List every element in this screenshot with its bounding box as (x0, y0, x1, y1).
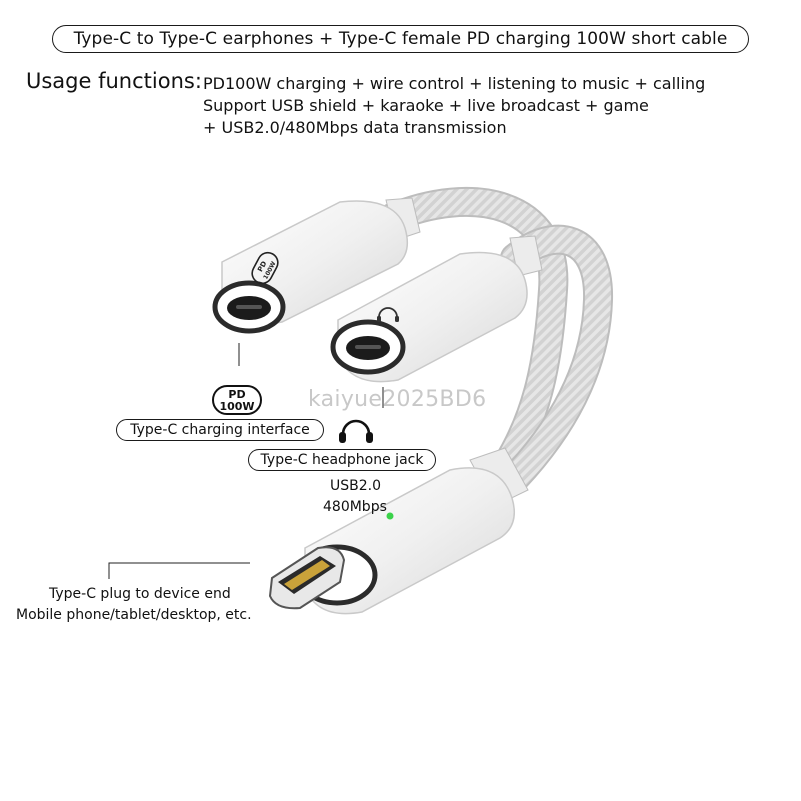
headphone-female-connector (330, 235, 543, 383)
usb-version-text: USB2.0 (330, 478, 382, 494)
page-title: Type-C to Type-C earphones + Type-C fema… (73, 29, 728, 49)
charging-female-connector: PD 100W (212, 197, 421, 334)
headphone-jack-label: Type-C headphone jack (248, 449, 436, 471)
male-plug-housing (296, 447, 529, 615)
usage-line-1: PD100W charging + wire control + listeni… (203, 74, 706, 93)
charging-interface-label: Type-C charging interface (116, 419, 324, 441)
headphone-jack-text: Type-C headphone jack (260, 452, 424, 468)
callout-line-plug (108, 562, 250, 579)
svg-text:PD: PD (228, 388, 245, 401)
usage-line-3: + USB2.0/480Mbps data transmission (203, 118, 507, 137)
speed-text: 480Mbps (323, 499, 387, 515)
title-pill: Type-C to Type-C earphones + Type-C fema… (52, 25, 749, 53)
usage-line-2: Support USB shield + karaoke + live broa… (203, 96, 649, 115)
usage-functions-label: Usage functions: (26, 69, 202, 93)
watermark-text: kaiyue2025BD6 (308, 387, 487, 412)
svg-text:100W: 100W (219, 400, 254, 413)
braided-cable (377, 187, 614, 493)
plug-description-line-1: Type-C plug to device end (49, 586, 231, 602)
headphone-icon (339, 419, 373, 443)
green-led-indicator (386, 512, 394, 520)
male-plug-tip (268, 546, 346, 610)
pd-100w-badge: PD 100W (212, 385, 262, 415)
plug-description-line-2: Mobile phone/tablet/desktop, etc. (16, 607, 252, 623)
charging-interface-text: Type-C charging interface (130, 422, 310, 438)
headphone-icon-small (377, 307, 399, 322)
